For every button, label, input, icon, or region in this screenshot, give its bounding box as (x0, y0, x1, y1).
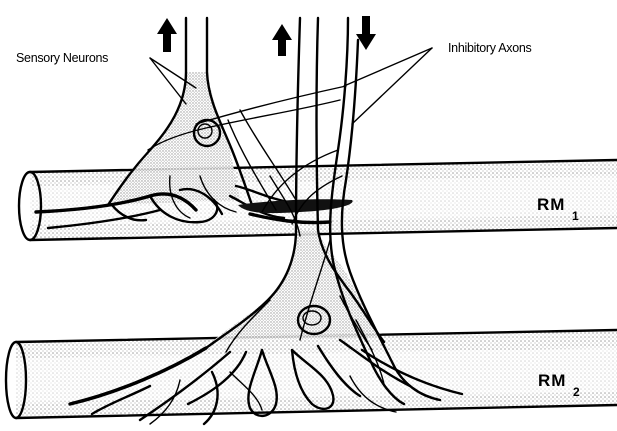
inhibitory-axons-label: Inhibitory Axons (448, 41, 531, 55)
arrow-up-icon (272, 24, 292, 56)
sensory-neurons-label: Sensory Neurons (16, 51, 108, 65)
arrow-down-icon (356, 16, 376, 50)
rm2-label-subscript: 2 (573, 385, 580, 399)
arrow-up-icon (157, 18, 177, 52)
rm1-label-main: RM (537, 195, 565, 214)
rm1-label-subscript: 1 (572, 209, 579, 223)
rm2-label-main: RM (538, 371, 566, 390)
